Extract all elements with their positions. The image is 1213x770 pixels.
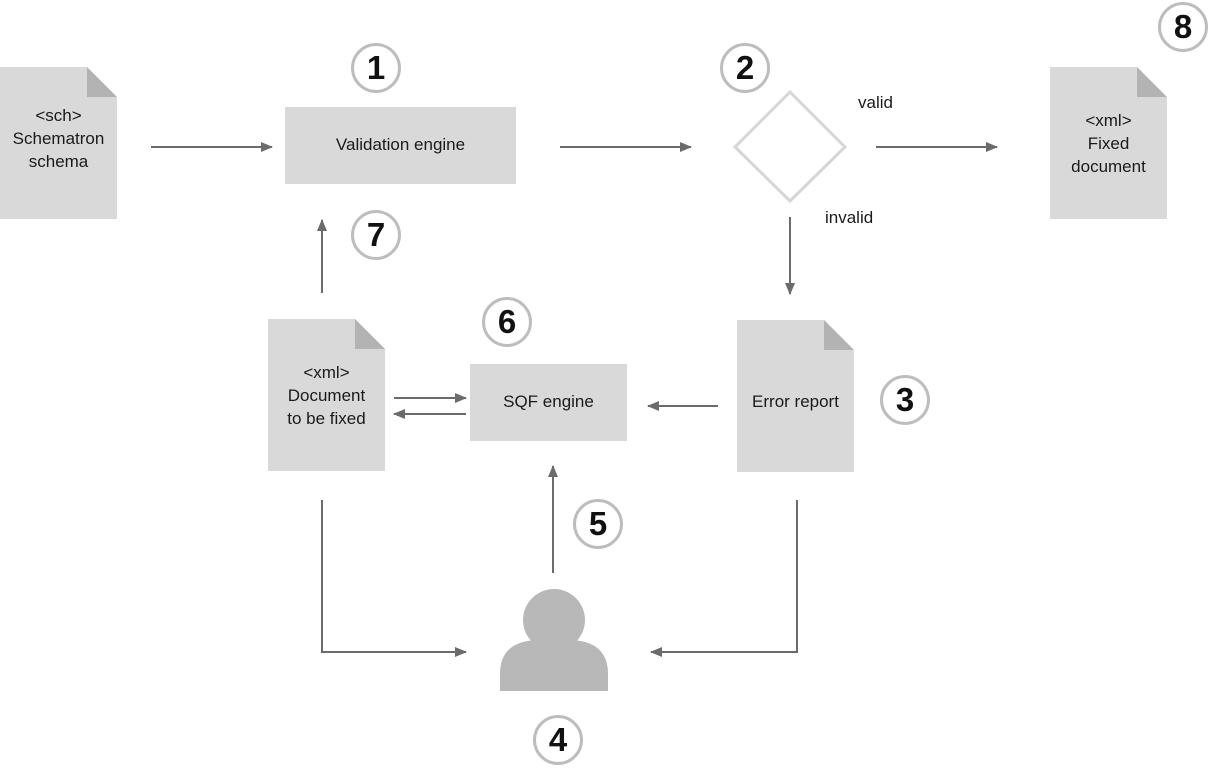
step-badge-3: 3 [880, 375, 930, 425]
sqf-engine-label: SQF engine [503, 392, 594, 411]
step-badge-1: 1 [351, 43, 401, 93]
step-badge-8: 8 [1158, 2, 1208, 52]
validity-decision-diamond [732, 89, 848, 204]
schematron-schema-document [0, 67, 117, 219]
arrow-error-report-to-user [650, 500, 798, 657]
validation-engine-box [285, 107, 516, 184]
sqf-engine-box [470, 364, 627, 441]
step-badge-2: 2 [720, 43, 770, 93]
error-report-label: Error report [752, 392, 839, 411]
step-badge-5: 5 [573, 499, 623, 549]
fixed-document [1050, 67, 1167, 219]
step-badge-7: 7 [351, 210, 401, 260]
step-badge-6: 6 [482, 297, 532, 347]
user-person-icon [500, 589, 608, 691]
invalid-edge-label: invalid [825, 208, 874, 227]
step-badge-4: 4 [533, 715, 583, 765]
valid-edge-label: valid [858, 93, 893, 112]
document-to-be-fixed-label: <xml> Document to be fixed [287, 363, 366, 428]
document-to-be-fixed [268, 319, 385, 471]
error-report-document [737, 320, 854, 472]
validation-engine-label: Validation engine [335, 135, 466, 154]
schematron-schema-label: <sch> Schematron schema [12, 106, 105, 171]
arrow-document-to-user [321, 500, 467, 657]
fixed-document-label: <xml> Fixed document [1071, 111, 1146, 176]
